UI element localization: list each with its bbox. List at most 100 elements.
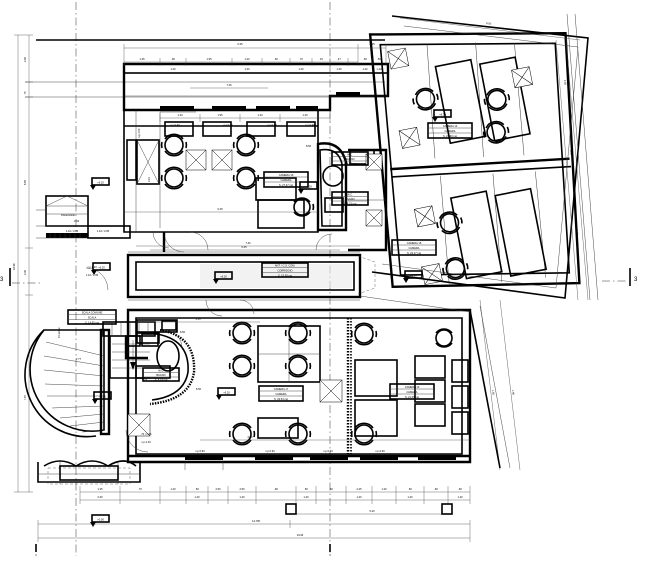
level-marker-8: +0.00 <box>90 514 110 527</box>
room-sub: CAMERA <box>275 392 286 396</box>
northeast-rotated-wing <box>368 31 581 289</box>
room-label-camera-16: CAMERA 16 CAMERA S. 27.47 mq <box>263 171 309 188</box>
dim-corridor: 6.45 <box>241 245 247 249</box>
section-marker-left: 3 <box>0 268 40 286</box>
room-name: W.C. <box>347 153 353 157</box>
dim-bot-c2: 1.20 <box>170 487 176 491</box>
room-sub: BAGNO <box>345 157 354 161</box>
level-marker-7: +6.20 <box>432 109 452 122</box>
level-label: +6.20 <box>220 275 227 279</box>
dim-top-inner: 7.46 <box>226 83 232 87</box>
room-sub: BAGNO <box>156 373 165 377</box>
dim-right-1: 2.85 <box>563 80 568 86</box>
room-name: W.C. <box>347 193 353 197</box>
dim-bot-c13: .60 <box>458 487 462 491</box>
opening-note-0: n.p.0.90 <box>170 123 180 127</box>
opening-note-6: n.p.0.90 <box>323 449 333 453</box>
grid-tick-mid: 3 <box>329 553 331 557</box>
south-interior-dims: 2.00 2.35 <box>136 317 470 441</box>
room-label-wc-2: W.C. BAGNO S. 4.15 mq <box>331 191 369 206</box>
dim-n-2: 1.95 <box>217 113 223 117</box>
level-label: +6.20 <box>99 395 106 399</box>
dim-left-1: 2.90 <box>23 56 27 62</box>
room-area: S. 4.92 mq <box>344 162 357 166</box>
dim-n-3: 1.40 <box>257 113 263 117</box>
grid-tick-left: 3 <box>35 553 37 557</box>
dim-top-s4: 1.42 <box>362 67 368 71</box>
dim-n-mid: 6.45 <box>217 207 223 211</box>
dim-top-s3: 1.40 <box>336 67 342 71</box>
room-name: CAMERA 16 <box>279 173 294 177</box>
dim-bot-c9: 2.25 <box>356 487 362 491</box>
room-label-scala: SCALA COMUNE SCALA S. 14.90 mq <box>67 309 117 325</box>
northeast-envelope <box>371 13 599 301</box>
axis-lines <box>75 2 331 556</box>
upper-stair-block <box>36 195 131 239</box>
room-area: S. 21.05 mq <box>405 395 420 399</box>
dim-right-4: 1.60 <box>491 390 496 396</box>
level-label: +6.20 <box>98 266 105 270</box>
dim-bot-s4: 1.40 <box>356 495 362 499</box>
dim-left-4: 2.30 <box>23 269 27 275</box>
dim-overall-outer: 19.93 <box>297 533 304 537</box>
room-sub: BAGNO <box>345 197 354 201</box>
room-name: ANT. / C.S. COM. <box>275 264 296 268</box>
bathroom-upper <box>316 142 388 252</box>
room-label-camera-17: CAMERA 17 CAMERA S. 33.54 mq <box>258 385 304 402</box>
interior-dims-north: 1.40 1.95 1.40 1.40 6.45 7.46 <box>124 113 360 247</box>
room-label-camera-13: CAMERA 13 CAMERA S. 21.05 mq <box>389 383 435 400</box>
dim-bot-c11: .60 <box>408 487 412 491</box>
room-name: W.C. <box>158 369 164 373</box>
room-area: S. 27.47 mq <box>279 183 294 187</box>
spot-5: 3.03 <box>74 219 80 223</box>
dim-top-c6: .15 <box>319 57 323 61</box>
door-tag-3: 1.10 / 2.05 <box>86 273 99 277</box>
level-label: +6.20 <box>305 185 312 189</box>
opening-note-2: n.p.0.90 <box>267 123 277 127</box>
spot-1: 8.50 <box>180 330 186 334</box>
spot-3: 7.77 <box>142 378 148 382</box>
riser-note: 15 alzate <box>57 327 61 338</box>
room-area: S. 23.90 mq <box>443 134 458 138</box>
room-sub: CAMERA <box>406 390 417 394</box>
room-sub: CAMERA <box>444 129 455 133</box>
opening-note-1: n.p.0.90 <box>223 123 233 127</box>
bottom-window-openings <box>184 456 456 470</box>
level-label: +6.20 <box>410 274 417 278</box>
opening-note-7: n.p.0.90 <box>375 449 385 453</box>
door-tag-4: .70 / 2.05 <box>141 432 152 436</box>
door-tag-5: n.p.2.20 <box>141 440 151 444</box>
level-marker-6: +6.20 <box>92 391 112 404</box>
dim-bot-c7: .50 <box>304 487 308 491</box>
opening-note-4: n.p.0.90 <box>195 449 205 453</box>
spot-0: 8.50 <box>306 144 312 148</box>
room-sub: CORRIDOIO <box>278 269 293 273</box>
dim-bot-c8: .60 <box>329 487 333 491</box>
room-sub: SCALA <box>88 316 97 320</box>
dim-s-2: 2.35 <box>195 317 201 321</box>
entrance-porch <box>37 460 141 485</box>
room-area: S. 14.90 mq <box>85 321 100 325</box>
section-label-left: 3 <box>0 277 4 283</box>
dim-top-c3: 1.20 <box>244 57 250 61</box>
dim-bot-c0: 1.35 <box>97 487 103 491</box>
dim-n-1: 1.40 <box>177 113 183 117</box>
room-area: S. 33.54 mq <box>274 397 289 401</box>
furniture-table-group-south <box>228 321 453 446</box>
dim-left-overall: 18.98 <box>12 263 16 270</box>
side-note-1: 2.10 <box>147 176 151 182</box>
dimension-chain-bottom: 1.35 .70 1.20 .50 2.50 2.50 .90 .50 .60 … <box>79 486 471 504</box>
dimension-chain-top: 6.35 2.55 1.35 .90 1.95 1.20 .60 .70 .15… <box>123 42 387 89</box>
room-name: CAMERA 14 <box>443 124 458 128</box>
room-label-camera-14: CAMERA 14 CAMERA S. 23.90 mq <box>427 122 473 139</box>
level-marker-1: +6.20 <box>298 181 318 194</box>
furniture-table-group-north <box>160 133 315 217</box>
room-label-corridor: ANT. / C.S. COM. CORRIDOIO S. 19.38 mq <box>261 262 309 278</box>
dim-top-s5: 1.42 <box>376 67 382 71</box>
level-marker-5: +6.20 <box>216 387 236 400</box>
level-label: +6.20 <box>97 181 104 185</box>
dim-left-2: .75 <box>23 91 27 95</box>
level-label: +6.20 <box>223 391 230 395</box>
